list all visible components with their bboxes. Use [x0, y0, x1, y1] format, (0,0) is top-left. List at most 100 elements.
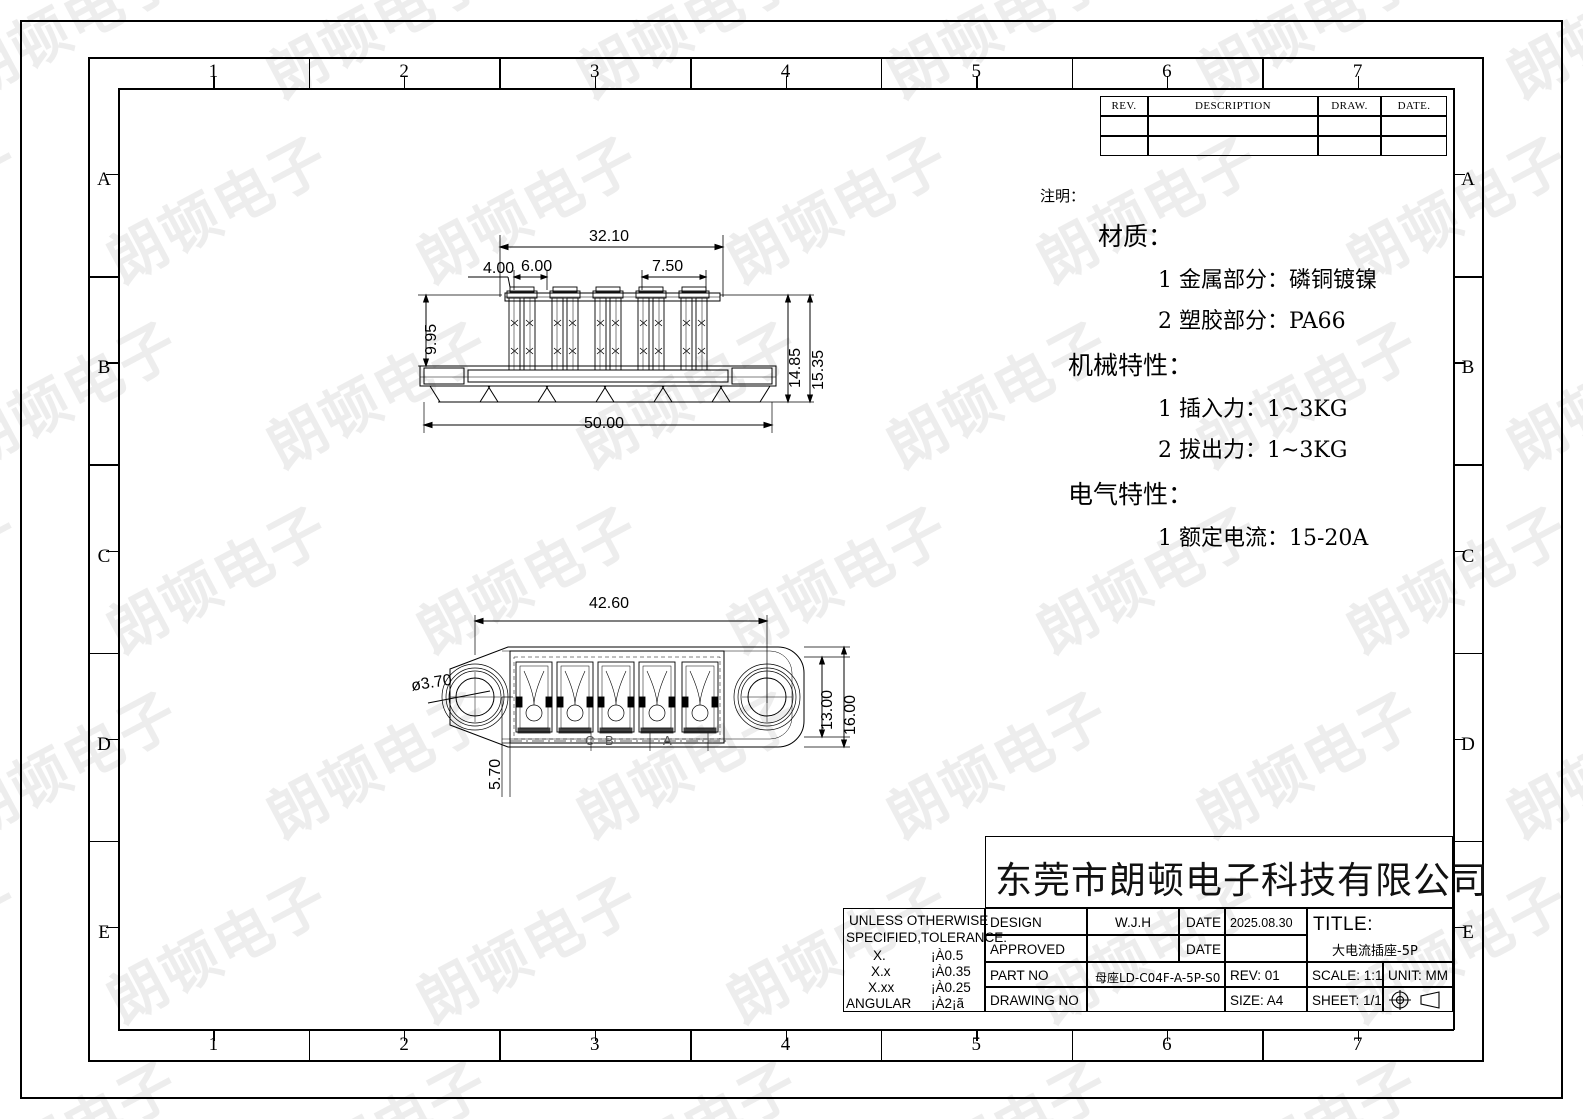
dim-front-pitch-span: 7.50 [652, 258, 684, 275]
revision-row-cell [1318, 116, 1381, 136]
zone-row-label: C [97, 545, 111, 567]
zone-tick [213, 76, 215, 88]
zone-divider [1262, 57, 1264, 88]
outer-border-left [20, 20, 22, 1099]
approved-date-label: DATE [1186, 942, 1222, 957]
zone-divider [308, 1029, 311, 1060]
outer-border-top [20, 20, 1563, 22]
notes-item: 1 额定电流：15-20A [1158, 526, 1369, 551]
zone-divider [88, 652, 118, 655]
approved-date-label-cell [1179, 935, 1225, 962]
design-value: W.J.H [1115, 915, 1151, 930]
zone-divider [88, 464, 118, 466]
zone-tick [106, 738, 118, 740]
outer-border-bottom [20, 1097, 1563, 1099]
unit-cell [1383, 962, 1453, 987]
size-cell [1225, 987, 1307, 1012]
approved-value-cell [1087, 935, 1179, 962]
zone-tick [106, 926, 118, 929]
zone-column-label: 1 [208, 61, 219, 82]
dim-bottom-edge-offset: 5.70 [487, 758, 504, 790]
notes-block: 注明： 材质： 1 金属部分：磷铜镀镍 2 塑胶部分：PA66 机械特性： 1 … [1040, 185, 1377, 552]
zone-band-left [88, 57, 90, 1061]
first-angle-projection-symbol [1389, 990, 1440, 1010]
dim-front-body-height: 14.85 [787, 347, 804, 388]
dim-front-edge-offset: 4.00 [483, 260, 515, 277]
zone-tick [404, 1029, 406, 1041]
zone-divider [880, 1029, 883, 1060]
inner-border-top [118, 88, 1454, 90]
zone-tick [976, 1029, 978, 1041]
front-elevation-drawing [418, 235, 814, 433]
sheet-cell [1307, 987, 1383, 1012]
notes-heading: 注明： [1040, 187, 1086, 205]
inner-border-left [118, 88, 120, 1030]
tolerance-row-value: ¡À2¡ã [931, 996, 965, 1011]
zone-tick [785, 1029, 787, 1041]
revision-row-cell [1381, 136, 1447, 156]
zone-tick [213, 1029, 215, 1041]
approved-label-cell [985, 935, 1087, 962]
notes-item: 1 金属部分：磷铜镀镍 [1158, 268, 1377, 293]
revision-header-date: DATE. [1381, 96, 1447, 116]
dim-front-overall-width: 32.10 [589, 228, 630, 245]
zone-tick [1453, 550, 1465, 552]
zone-tick [1166, 76, 1169, 88]
dim-bottom-outer-height: 16.00 [842, 694, 859, 735]
revision-row-cell [1148, 116, 1318, 136]
zone-tick [106, 174, 118, 176]
drawing-no-label-cell [985, 987, 1087, 1012]
tolerance-note-box [843, 908, 985, 1012]
zone-divider [499, 1029, 502, 1060]
zone-divider [1071, 1029, 1074, 1060]
inner-border-right [1453, 88, 1455, 1030]
zone-column-label: 4 [780, 61, 791, 82]
zone-tick [106, 362, 118, 364]
zone-row-label: C [1461, 545, 1475, 567]
zone-divider [690, 1029, 692, 1060]
design-date-label: DATE [1186, 915, 1222, 930]
zone-divider [308, 57, 311, 88]
zone-column-label: 3 [590, 1034, 600, 1055]
zone-divider [499, 57, 502, 88]
zone-band-right [1482, 57, 1484, 1061]
unit-label: UNIT: MM [1388, 968, 1448, 983]
tolerance-line-2: SPECIFIED,TOLERANCE: [846, 930, 1008, 945]
notes-item: 2 拔出力：1~3KG [1158, 438, 1348, 463]
zone-divider [1453, 840, 1482, 843]
tolerance-row-label: X. [873, 948, 886, 963]
part-no-label-cell [985, 962, 1087, 987]
company-banner [985, 836, 1453, 908]
zone-tick [1357, 1029, 1359, 1041]
zone-band-bottom [88, 1060, 1484, 1062]
tolerance-row-label: ANGULAR [846, 996, 912, 1011]
company-name: 东莞市朗顿电子科技有限公司 [995, 859, 1489, 902]
zone-tick [976, 76, 978, 88]
zone-column-label: 5 [971, 61, 981, 82]
design-value-cell [1087, 908, 1179, 935]
tolerance-row-value: ¡À0.25 [931, 980, 971, 995]
revision-row-cell [1318, 136, 1381, 156]
zone-row-label: B [97, 357, 111, 379]
design-date-value-cell [1225, 908, 1307, 935]
zone-divider [1262, 1029, 1264, 1060]
revision-row-cell [1148, 136, 1318, 156]
approved-date-value-cell [1225, 935, 1307, 962]
dim-front-pitch-pair: 6.00 [521, 258, 553, 275]
zone-row-label: D [97, 733, 111, 755]
section-mark-b: B [605, 733, 614, 748]
projection-cell [1383, 987, 1453, 1012]
tolerance-row-value: ¡À0.35 [931, 964, 971, 979]
title-cell [1307, 908, 1453, 962]
revision-row-cell [1381, 116, 1447, 136]
drawing-no-value-cell [1087, 987, 1225, 1012]
scale-label: SCALE: 1:1 [1312, 968, 1383, 983]
zone-column-label: 6 [1162, 61, 1172, 82]
design-date-value: 2025.08.30 [1230, 916, 1293, 930]
revision-header-draw: DRAW. [1318, 96, 1381, 116]
zone-band-top [88, 57, 1484, 59]
zone-divider [880, 57, 883, 88]
zone-tick [404, 76, 406, 88]
zone-column-label: 7 [1352, 61, 1363, 82]
tolerance-row-label: X.xx [868, 980, 895, 995]
